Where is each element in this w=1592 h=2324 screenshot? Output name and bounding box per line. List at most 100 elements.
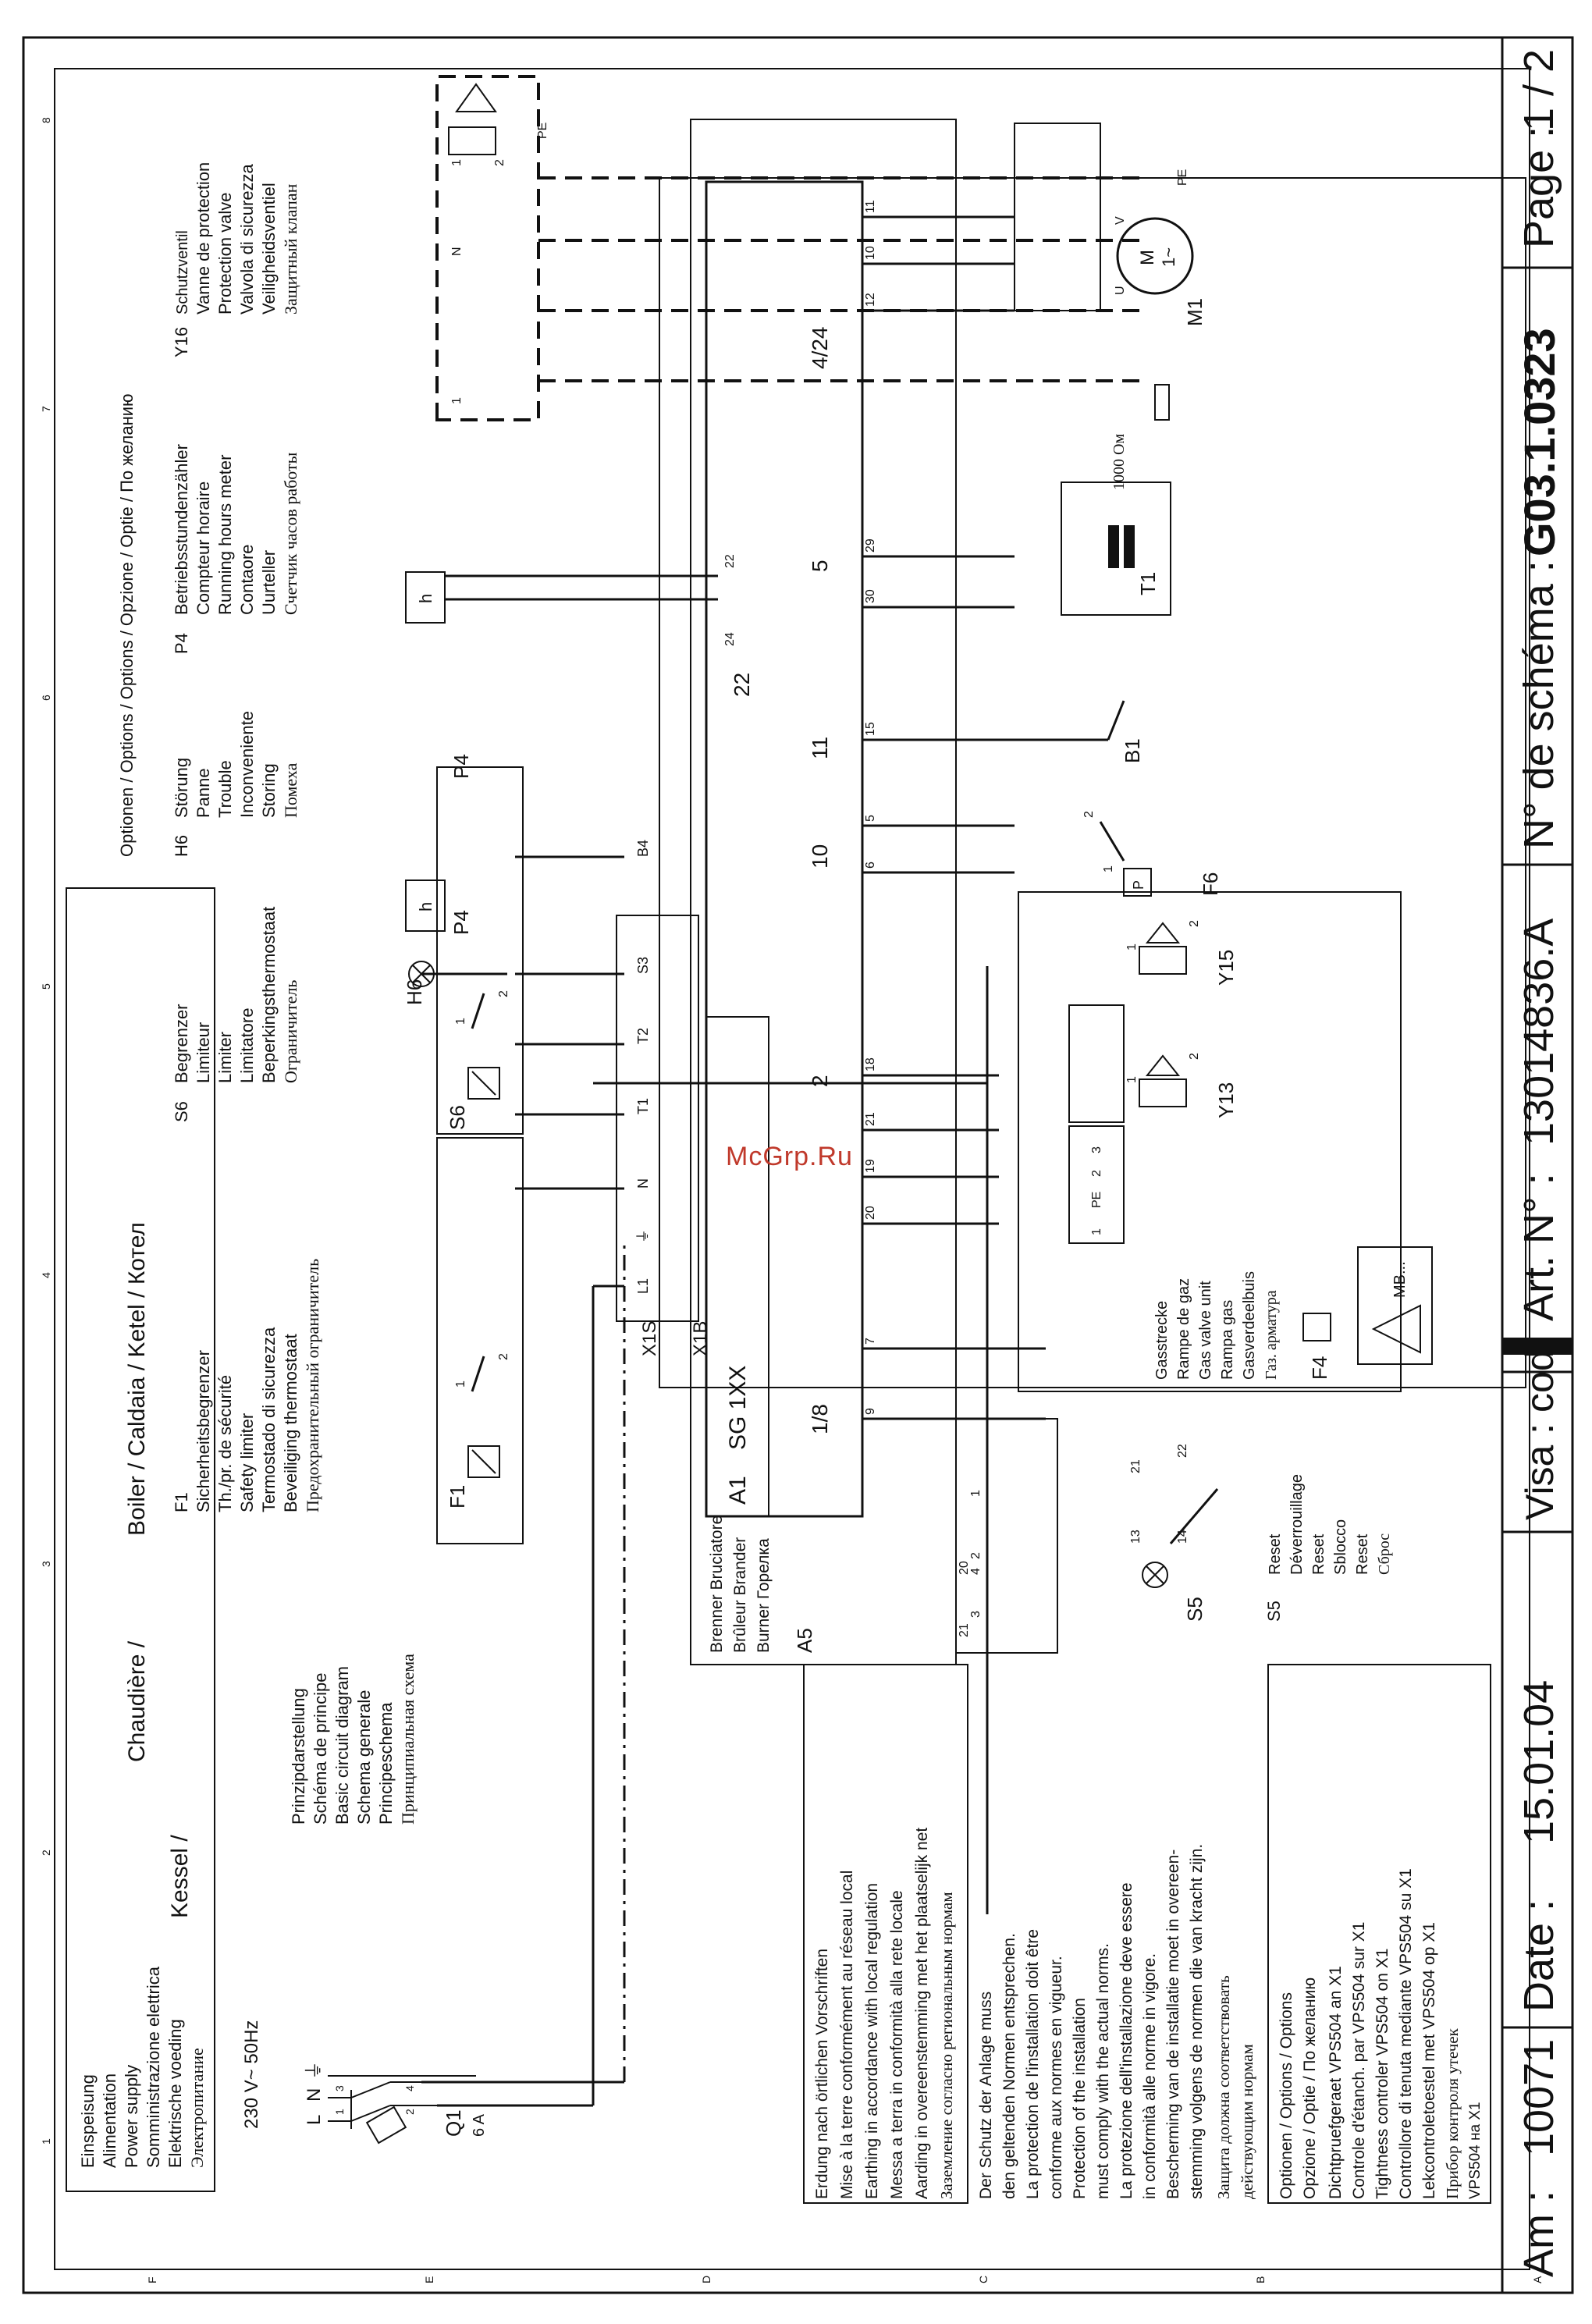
y15-valve-icon [1139, 946, 1187, 975]
grid-row: D [700, 2276, 712, 2283]
supply-text-4: Elektrische voeding [165, 2019, 185, 2168]
f1-pin: 1 [454, 1381, 467, 1388]
x1b-connector-label: X1B [690, 1321, 711, 1356]
s5-reset-frame [955, 1418, 1058, 1654]
reset-pin: 22 [1176, 1444, 1189, 1458]
vps-line: Lekcontroletoestel met VPS504 op X1 [1420, 1922, 1438, 2199]
gas-line: Gas valve unit [1197, 1281, 1214, 1380]
q1-pin: 4 [403, 2085, 416, 2091]
earthing-line: Mise à la terre conformément au réseau l… [838, 1871, 856, 2199]
p4-upper-box [405, 571, 446, 624]
term-n: N [304, 2088, 325, 2102]
y13-ref: Y13 [1214, 1082, 1238, 1118]
wiring: h 1 2 F1 1 2 S6 H6 P4 P4 h [403, 75, 1526, 2107]
grid-col: 6 [40, 695, 52, 701]
s5-line: Reset [1354, 1533, 1371, 1575]
y13-pin: 1 [1125, 1076, 1139, 1083]
x1b-label: 10 [808, 844, 832, 869]
t1-resistor: 1000 Ом [1110, 434, 1128, 490]
f4-ref: F4 [1308, 1356, 1331, 1380]
y16-valve-triangle [455, 83, 497, 112]
gas-line: Gasstrecke [1153, 1301, 1171, 1380]
gas-pin: 3 [1090, 1146, 1103, 1153]
lower-pin: 30 [864, 589, 877, 603]
grid-col: 3 [40, 1561, 52, 1567]
protection-text: Der Schutz der Anlage muss den geltenden… [977, 1844, 1256, 2199]
am-label: Am : [1516, 2191, 1562, 2277]
p4-ref-a: P4 [450, 910, 473, 935]
principle-text: Kessel / Prinzipdarstellung Schéma de pr… [167, 1654, 418, 1918]
f1-ref: F1 [446, 1485, 469, 1508]
kessel-label: Kessel / [167, 1835, 193, 1918]
y16-ref-text: Y16 [172, 327, 191, 357]
vps-line: Optionen / Options / Options [1278, 1992, 1295, 2199]
grid-column-markers: 1 2 3 4 5 6 7 8 [40, 117, 52, 2145]
gas-valve-frame [1018, 891, 1402, 1392]
date-label: Date : [1516, 1899, 1562, 2012]
reset-pin-labels: 21 3 4 2 20 1 13 14 21 22 [958, 1444, 1189, 1637]
m1-plug [1014, 123, 1101, 311]
s5-ref-text: S5 [1264, 1601, 1284, 1622]
gas-pin: 2 [1090, 1170, 1103, 1177]
f1-line: Beveiliging thermostaat [281, 1334, 300, 1512]
vps-line: VPS504 на X1 [1467, 2102, 1484, 2199]
reset-pin: 2 [969, 1552, 983, 1559]
f1-line: Termostado di sicurezza [259, 1327, 279, 1512]
gas-line: Rampe de gaz [1175, 1278, 1192, 1380]
p4-hour-meter-icon [405, 879, 446, 932]
h6-line: Trouble [215, 760, 235, 818]
gas-pin: 1 [1090, 1228, 1103, 1235]
gas-plug-left [1068, 1125, 1125, 1244]
y16-pin: 1 [450, 397, 464, 404]
q1-rating: 6 A [471, 2113, 488, 2137]
s5-line: Déverrouillage [1288, 1474, 1306, 1575]
p4-ref-text: P4 [172, 633, 191, 654]
grid-row: C [977, 2276, 990, 2283]
protection-line: in conformità alle norme in vigore. [1141, 1953, 1159, 2199]
t1-frame [1061, 482, 1171, 616]
m1-motor-icon [1116, 217, 1194, 295]
x1b-label: 2 [808, 1075, 832, 1087]
reset-pin: 3 [969, 1611, 983, 1618]
mb-box [1357, 1246, 1433, 1365]
f4-pressure-icon [1302, 1313, 1331, 1341]
x1s-pin-label: B4 [635, 840, 651, 857]
principle-line: Basic circuit diagram [332, 1666, 352, 1825]
upper-pin: 24 [723, 632, 737, 646]
s6-pin: 1 [454, 1018, 467, 1025]
grid-row: F [146, 2276, 158, 2283]
p4-line: Betriebsstundenzähler [172, 444, 191, 615]
h6-ref-text: H6 [172, 835, 191, 857]
protection-line: conforme aux normes en vigueur. [1047, 1956, 1065, 2199]
lower-pin: 6 [864, 862, 877, 869]
q1-pin: 2 [403, 2109, 416, 2115]
principle-frame [66, 887, 215, 2192]
earthing-line: Заземление согласно региональным нормам [937, 1892, 956, 2199]
title-block: Am : 10071 Date : 15.01.04 Visa : cod Ar… [1501, 37, 1572, 2293]
reset-pin: 14 [1176, 1530, 1189, 1544]
vps-line: Controllore di tenuta mediante VPS504 su… [1397, 1868, 1415, 2199]
f1-line: Th./pr. de sécurité [215, 1375, 235, 1512]
y16-valve-icon [448, 126, 496, 155]
s6-ref-text: S6 [172, 1101, 191, 1122]
lower-pin: 12 [864, 293, 877, 307]
y16-line: Valvola di sicurezza [237, 163, 257, 314]
f1-ref-text: F1 [172, 1492, 191, 1512]
art-label: Art. N° : [1516, 1173, 1562, 1321]
vps-options-text: Optionen / Options / Options Opzione / O… [1278, 1868, 1484, 2199]
warning-triangle-icon [1371, 1304, 1421, 1354]
art-value: 13014836.A [1516, 919, 1562, 1146]
f1-header-2: Boiler / Caldaia / Ketel / Котел [124, 1222, 150, 1536]
vps-line: Opzione / Optie / По желанию [1301, 1978, 1319, 2199]
s6-line: Ограничитель [281, 980, 300, 1083]
supply-text-1: Alimentation [100, 2073, 119, 2168]
y16-pin: 2 [493, 159, 506, 166]
reset-pin: 1 [969, 1490, 983, 1497]
earthing-line: Messa a terra in conformità alla rete lo… [888, 1890, 906, 2199]
grid-row: B [1254, 2276, 1267, 2283]
term-pe: ⏚ [304, 2061, 325, 2080]
h6-lamp-icon [408, 961, 435, 987]
protection-line: Bescherming van de installatie moet in o… [1164, 1850, 1182, 2199]
x1s-label: X1S [639, 1321, 660, 1356]
